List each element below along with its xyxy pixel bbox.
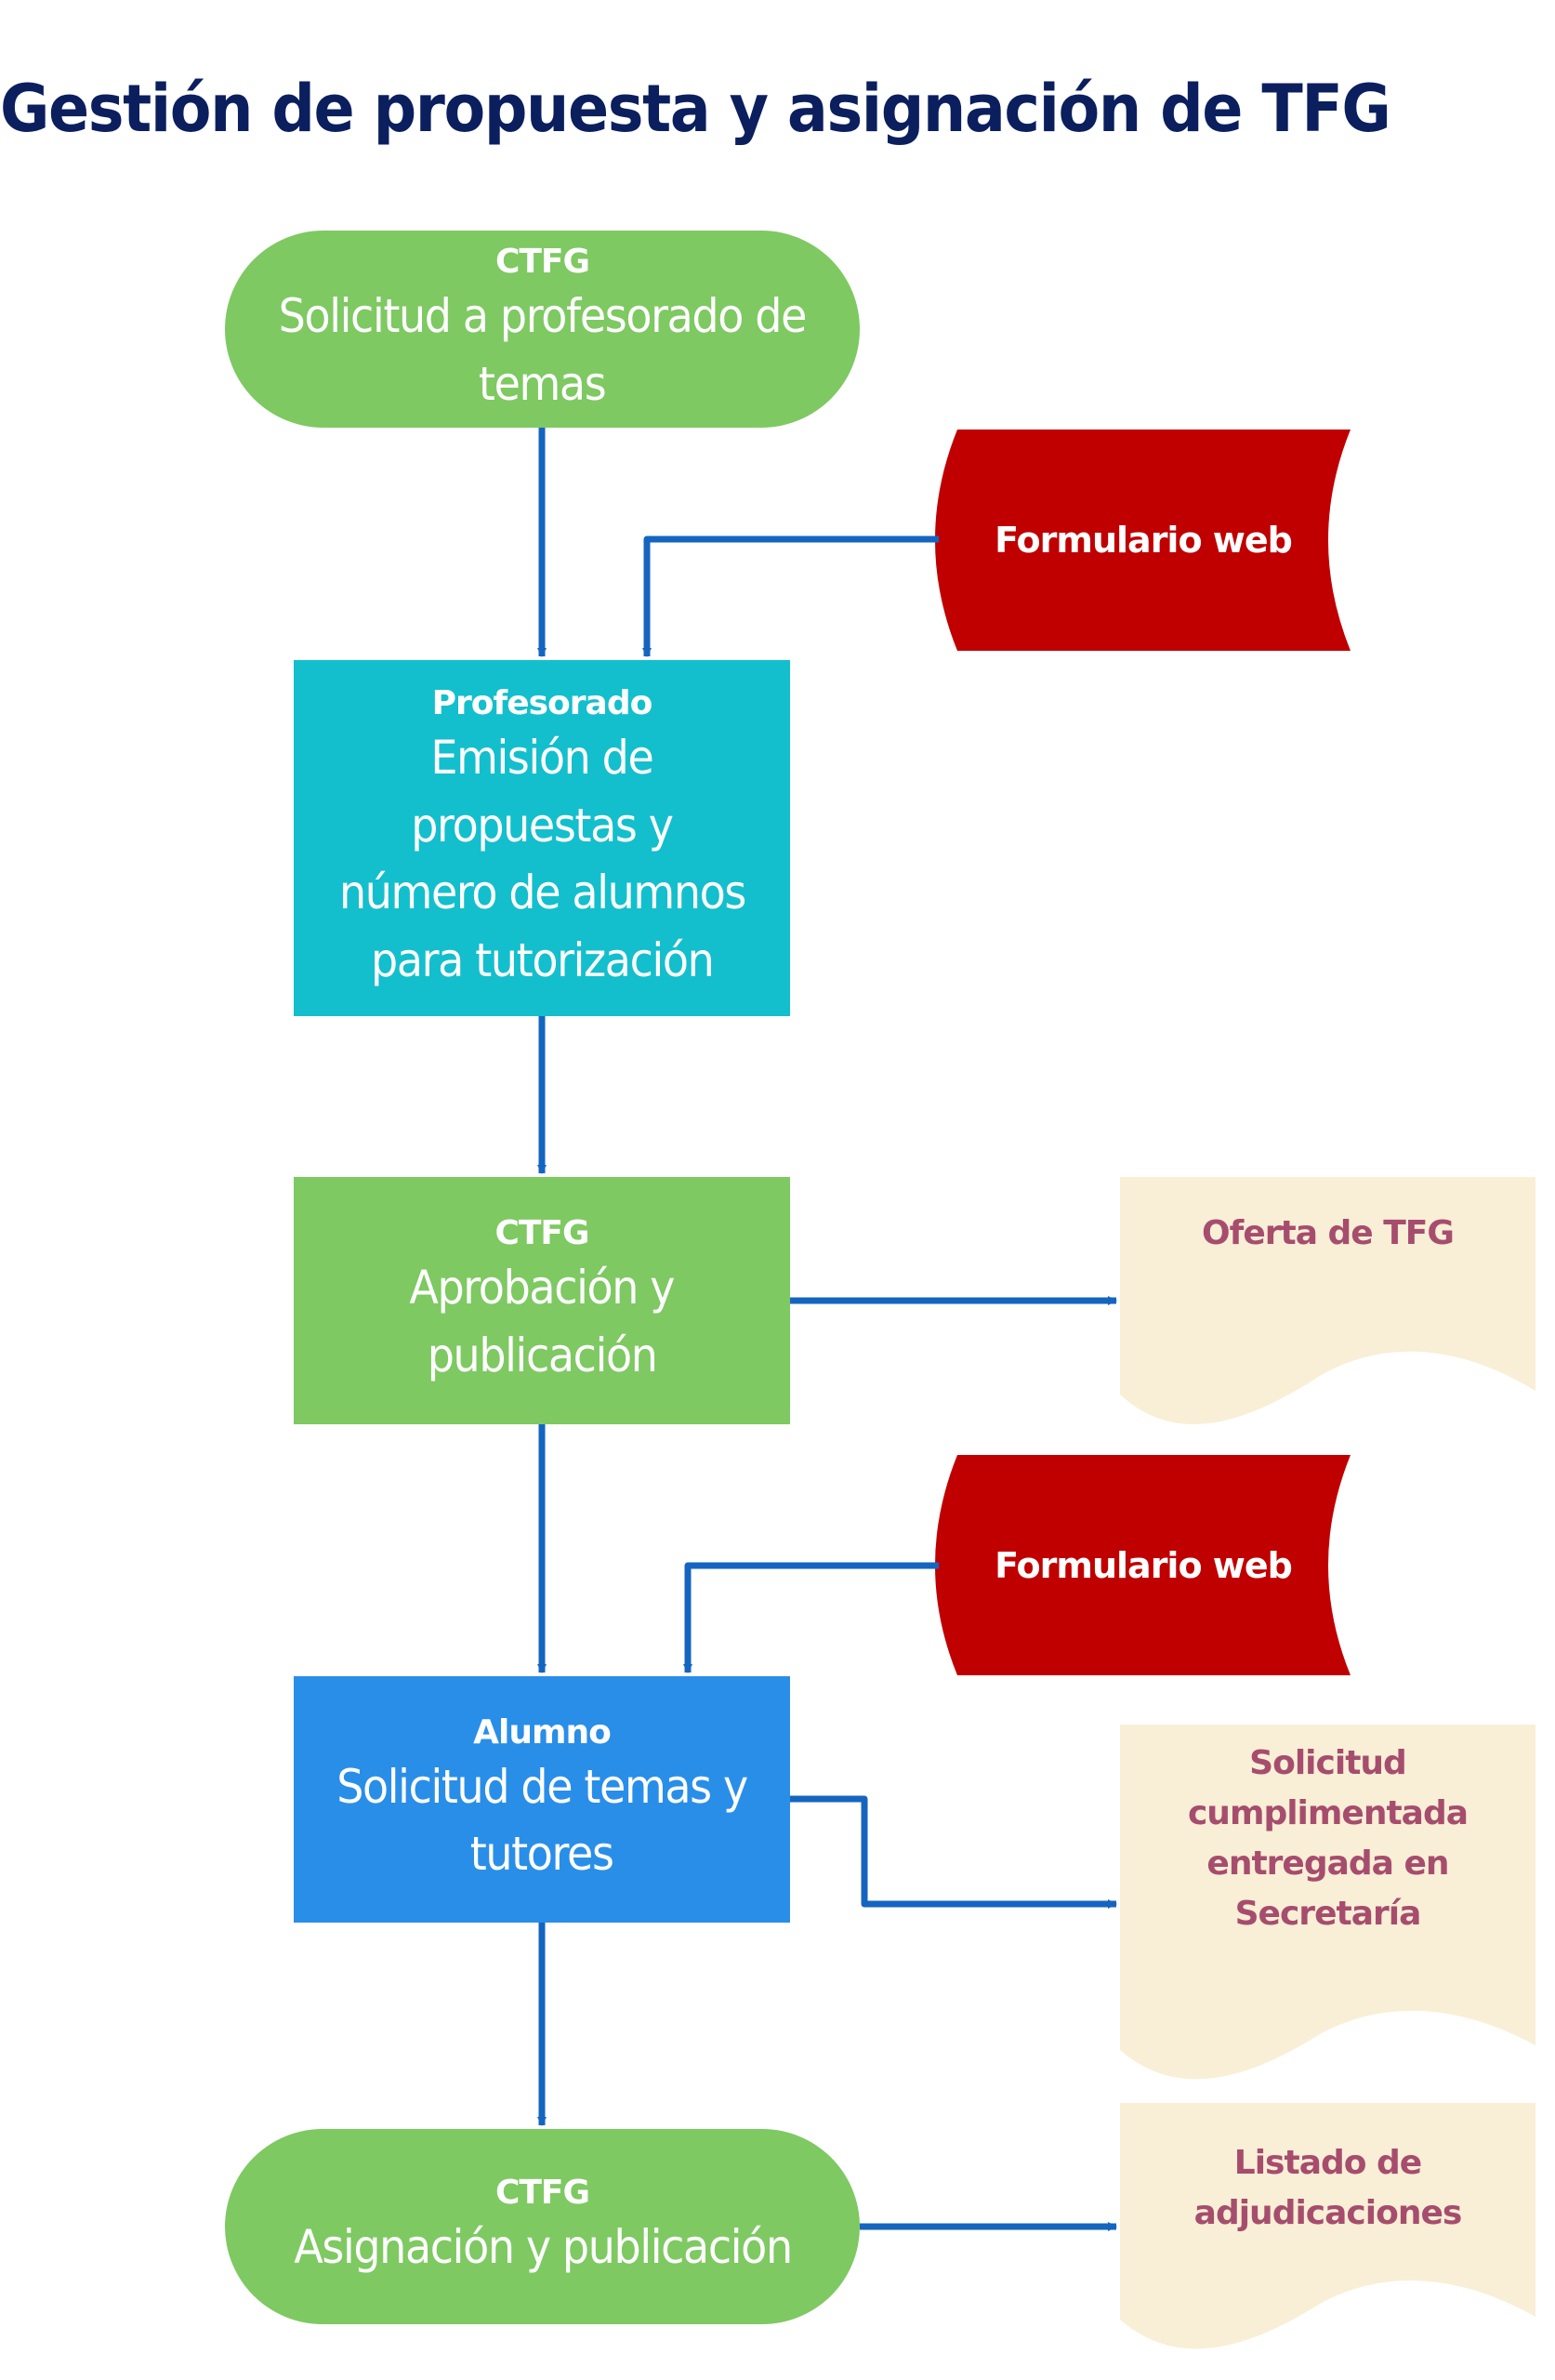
- end-terminator-shape[interactable]: [225, 2129, 860, 2324]
- form2-input-shape[interactable]: [935, 1455, 1351, 1675]
- solicitud-document-shape[interactable]: [1120, 1725, 1535, 2080]
- profesorado-process-shape[interactable]: [294, 660, 790, 1016]
- start-terminator-shape[interactable]: [225, 231, 860, 428]
- alumno-process-shape[interactable]: [294, 1676, 790, 1923]
- edge-form2-to-alumno: [683, 1562, 939, 1673]
- page-title: Gestión de propuesta y asignación de TFG: [0, 71, 1391, 147]
- edge-form1-to-profesorado: [642, 536, 939, 657]
- edge-alumno-to-solicitud: [790, 1795, 1117, 1909]
- listado-document-shape[interactable]: [1120, 2103, 1535, 2349]
- oferta-document-shape[interactable]: [1120, 1177, 1535, 1424]
- aprobacion-process-shape[interactable]: [294, 1177, 790, 1424]
- form1-input-shape[interactable]: [935, 430, 1351, 651]
